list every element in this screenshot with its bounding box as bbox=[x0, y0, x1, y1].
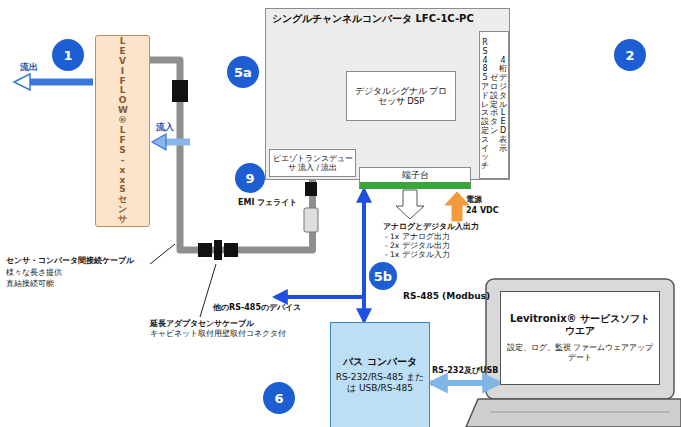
vertical-label: LEVIFLOW® LFS-xxSセンサ bbox=[118, 37, 127, 225]
sensor-body: LEVIFLOW® LFS-xxSセンサ bbox=[95, 35, 150, 227]
laptop-lid bbox=[486, 279, 674, 399]
annotation: 直結接続可能 bbox=[6, 279, 54, 288]
annotation: 流入 bbox=[156, 122, 174, 132]
annotation: アナログとデジタル入出力 bbox=[383, 222, 479, 231]
annotation: - 1x アナログ出力 bbox=[385, 233, 450, 242]
converter-title: シングルチャンネルコンバータ LFC-1C-PC bbox=[272, 13, 474, 25]
box-heading: ピエゾトランスデューサ 流入 / 流出 bbox=[271, 154, 354, 172]
converter-housing: シングルチャンネルコンバータ LFC-1C-PC デジタルシグナル プロセッサ D… bbox=[265, 8, 510, 180]
annotation: 様々な長さ提供 bbox=[6, 268, 62, 277]
cable-connector bbox=[224, 243, 238, 257]
vertical-label: ゼロ設定ボタン bbox=[490, 74, 498, 136]
inflow-arrow bbox=[152, 134, 166, 150]
cable-connector bbox=[214, 240, 222, 260]
box-text: 設定、ログ、監視 ファームウェアアップデート bbox=[505, 343, 655, 362]
callout-number: 9 bbox=[235, 163, 265, 193]
emi-ferrite bbox=[304, 208, 318, 232]
power-arrow bbox=[445, 192, 469, 221]
leader-line bbox=[150, 244, 175, 264]
annotation: - 2x デジタル出力 bbox=[385, 242, 450, 251]
rs485-branch-arrow bbox=[275, 295, 363, 299]
box-text: RS-232/RS-485 または USB/RS-485 bbox=[335, 372, 425, 394]
callout-number: 5b bbox=[369, 262, 397, 290]
annotation: 24 VDC bbox=[466, 206, 499, 215]
annotation: EMI フェライト bbox=[238, 198, 297, 207]
dsp-box: デジタルシグナル プロセッサ DSP bbox=[346, 71, 456, 121]
vertical-label: RS485アドレス設定スイッチ bbox=[481, 39, 489, 171]
vertical-label: 4桁デジタルLED表示 bbox=[499, 57, 507, 154]
box-heading: デジタルシグナル プロセッサ DSP bbox=[347, 86, 455, 106]
piezo-box: ピエゾトランスデューサ 流入 / 流出 bbox=[269, 149, 356, 177]
display-panel: 4桁デジタルLED表示ゼロ設定ボタンRS485アドレス設定スイッチ bbox=[479, 31, 509, 179]
keyboard-line bbox=[490, 412, 670, 413]
annotation: 電源 bbox=[466, 195, 482, 204]
io-arrow bbox=[396, 190, 424, 219]
inflow-pipe bbox=[166, 139, 190, 146]
laptop-keyboard bbox=[466, 399, 681, 427]
annotation: キャビネット取付用壁取付コネクタ付 bbox=[150, 330, 286, 339]
annotation: - 1x デジタル入力 bbox=[385, 251, 450, 260]
callout-number: 1 bbox=[52, 39, 84, 71]
callout-number: 6 bbox=[263, 382, 295, 414]
bus-arrow bbox=[362, 190, 366, 321]
cable-connector bbox=[172, 80, 188, 102]
box-heading: バス コンバータ bbox=[343, 356, 416, 368]
edge-label: RS-232及びUSB bbox=[432, 366, 498, 375]
cable-connector bbox=[198, 243, 212, 257]
annotation: RS-485 (Modbus) bbox=[403, 291, 490, 301]
outflow-arrow bbox=[14, 74, 30, 90]
callout-number: 2 bbox=[614, 39, 646, 71]
box-heading: 端子台 bbox=[402, 170, 429, 180]
cable-connector bbox=[305, 182, 317, 196]
annotation: 流出 bbox=[20, 62, 38, 72]
box-heading: Levitronix® サービスソフトウエア bbox=[505, 313, 655, 337]
bus-arrow bbox=[431, 380, 499, 386]
bus-converter: バス コンバータ RS-232/RS-485 または USB/RS-485 bbox=[330, 322, 430, 427]
software-screen: Levitronix® サービスソフトウエア設定、ログ、監視 ファームウェアアッ… bbox=[500, 291, 660, 385]
outflow-pipe bbox=[30, 79, 93, 86]
annotation: 他のRS-485のデバイス bbox=[213, 303, 301, 312]
terminal-block: 端子台 bbox=[359, 167, 471, 189]
annotation: センサ・コンバータ間接続ケーブル bbox=[6, 256, 134, 265]
annotation: 延長アダプタセンサケーブル bbox=[150, 319, 254, 328]
callout-number: 5a bbox=[227, 56, 259, 88]
